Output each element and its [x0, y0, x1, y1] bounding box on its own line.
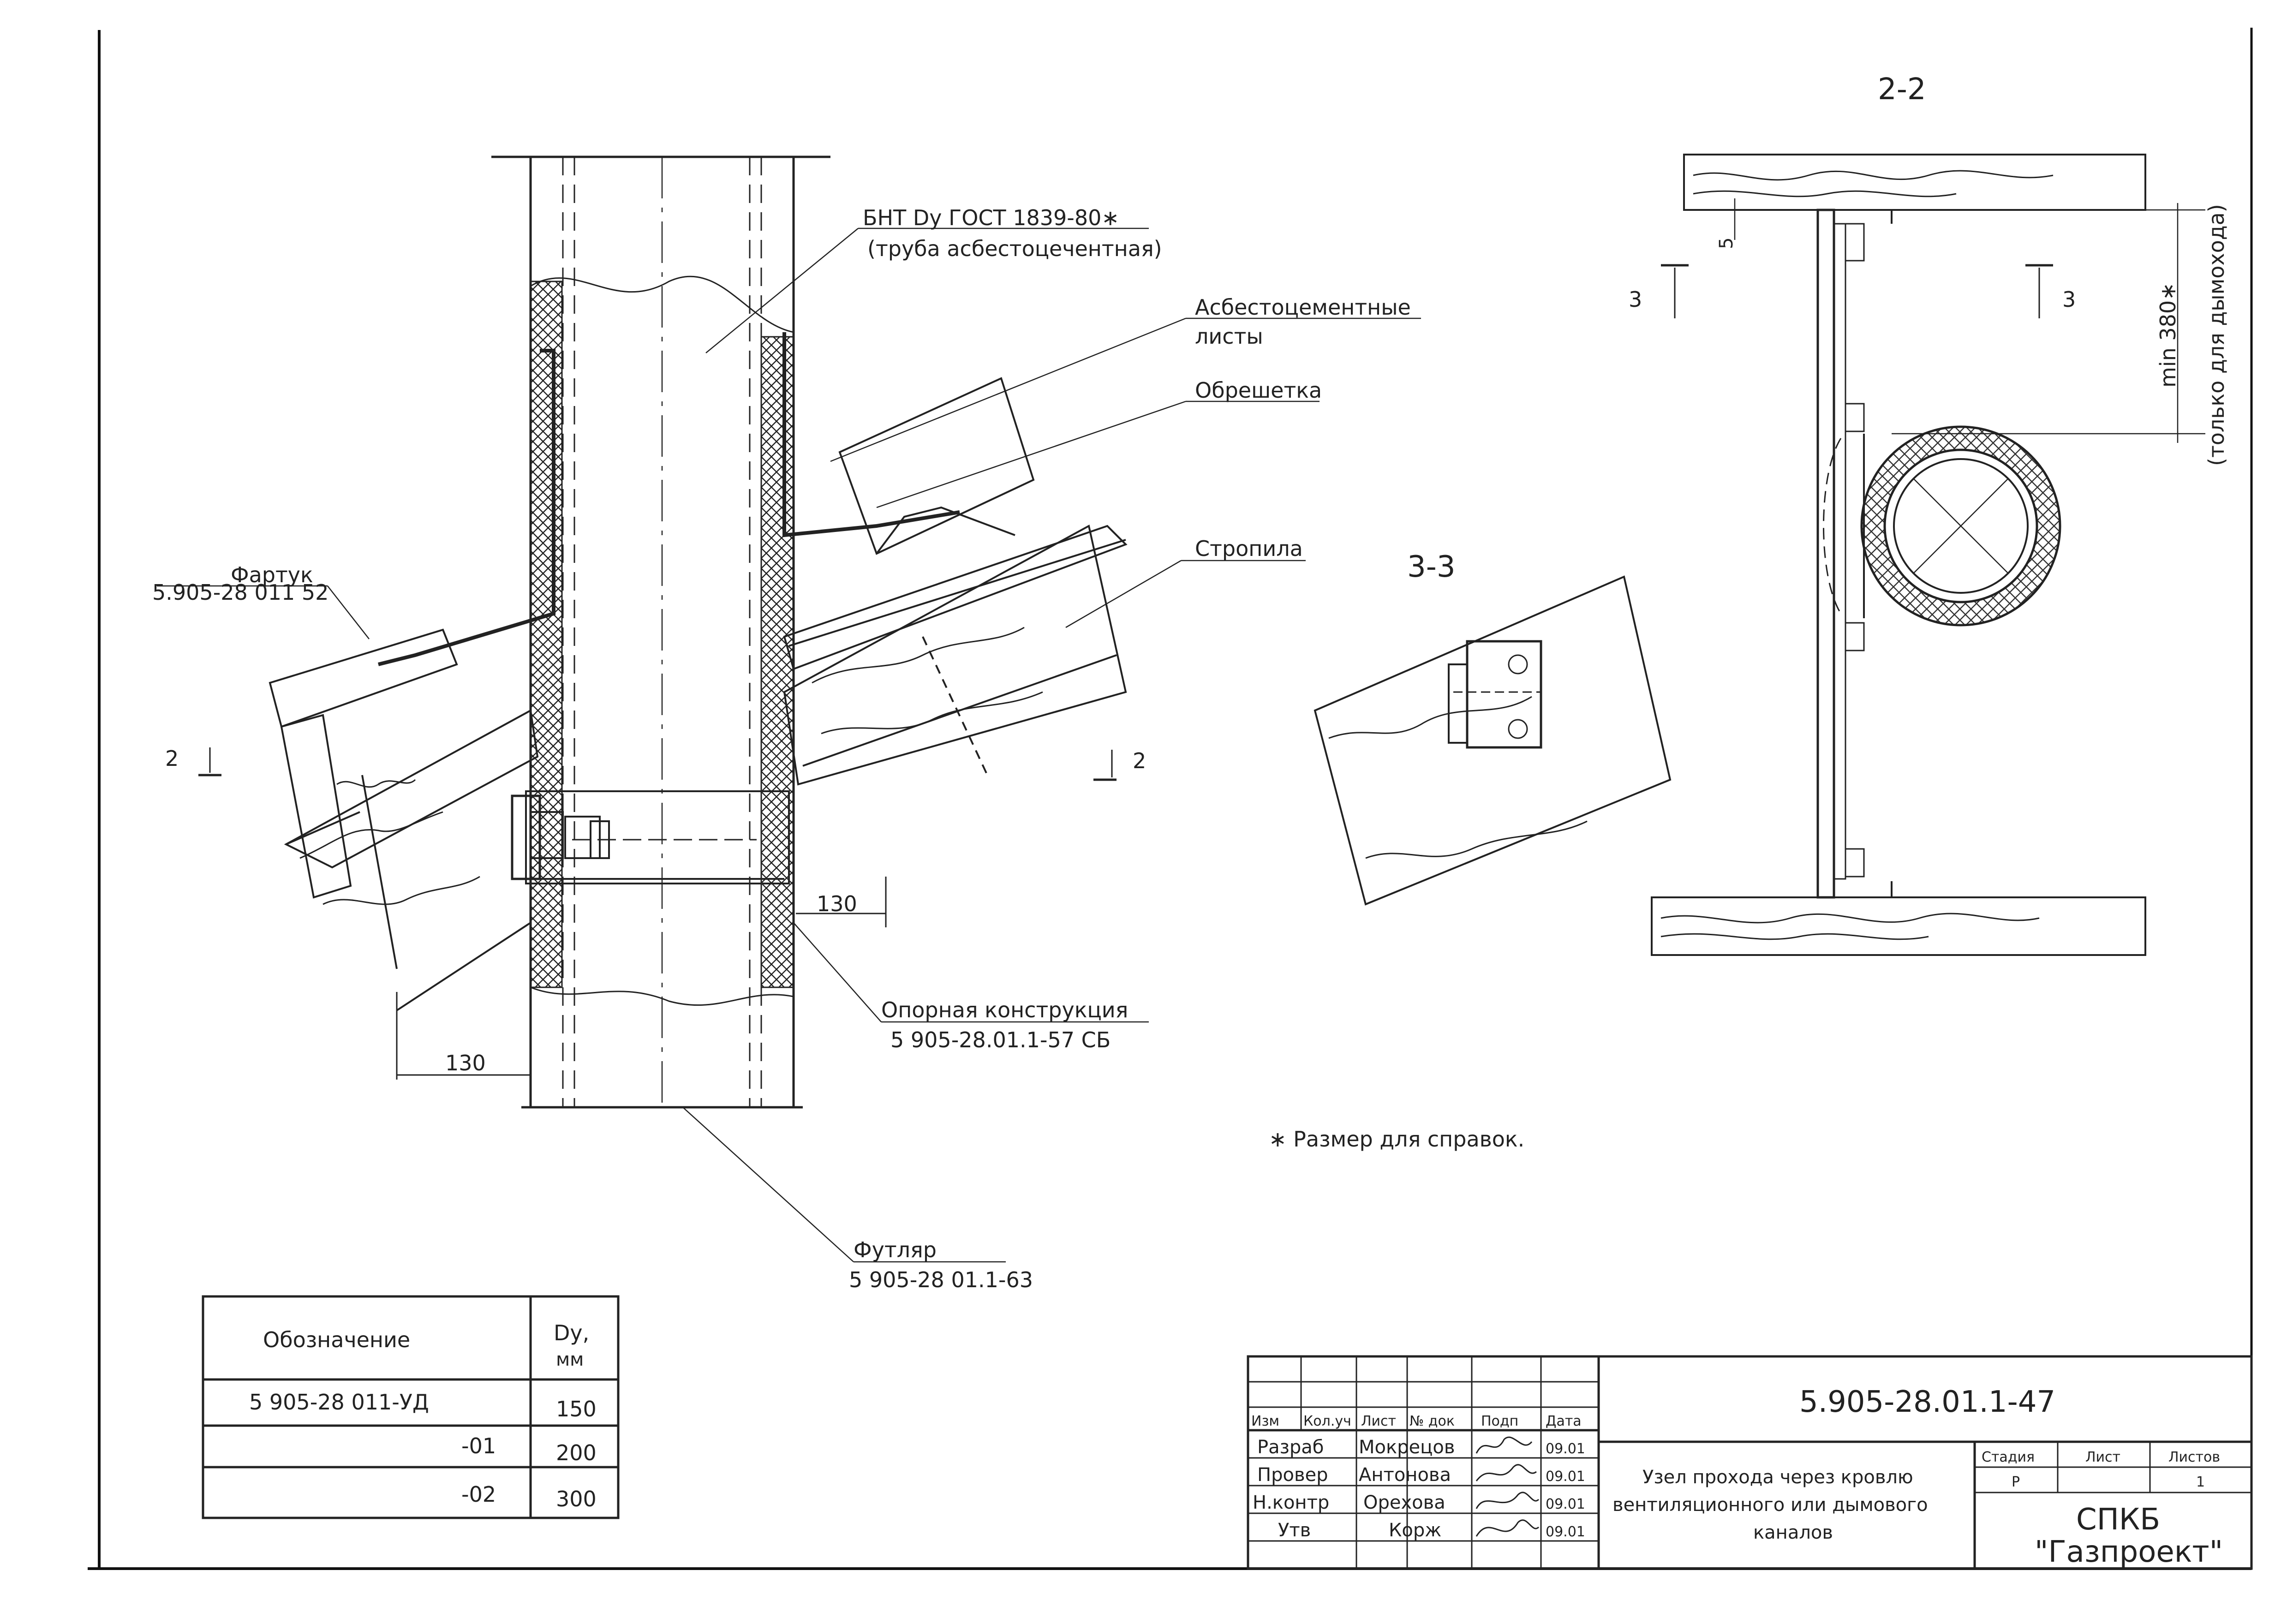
header-designation: Обозначение: [263, 1327, 410, 1352]
organization-name-2: "Газпроект": [2035, 1535, 2223, 1569]
dimension-min-380-note: (только для дымохода): [2204, 204, 2229, 466]
role-name: Корж: [1389, 1520, 1441, 1541]
sheet-frame: [88, 28, 2253, 1570]
dimension-min-380: min 380∗: [2156, 282, 2180, 388]
dimension-5: 5: [1716, 238, 1737, 249]
table-row-dy: 150: [556, 1397, 597, 1421]
table-row-dy: 300: [556, 1487, 597, 1511]
header-dy-unit: мм: [556, 1349, 584, 1370]
drawing-labels: БНТ Dy ГОСТ 1839-80∗ (труба асбестоцечен…: [152, 72, 2229, 1292]
reference-note: ∗ Размер для справок.: [1269, 1127, 1524, 1152]
section-mark-left: 2: [165, 746, 179, 771]
table-row-designation: -01: [461, 1433, 496, 1458]
table-row-dy: 200: [556, 1440, 597, 1465]
col-podp: Подп: [1481, 1413, 1518, 1429]
section-2-2-drawing: [1651, 154, 2205, 956]
section-3-3-drawing: [1314, 575, 1672, 906]
stage-value: Р: [2012, 1474, 2020, 1490]
asbestos-sheets-label-2: листы: [1195, 324, 1263, 349]
section-3-mark-left: 3: [1629, 287, 1642, 312]
main-section-drawing: [198, 155, 1128, 1109]
col-list: Лист: [1361, 1413, 1396, 1429]
roof-right-structure: [783, 377, 1128, 786]
apron-label: Фартук: [231, 562, 313, 587]
rafters-label: Стропила: [1195, 536, 1303, 561]
role-name: Орехова: [1363, 1492, 1445, 1513]
signatures: [1475, 1436, 1540, 1537]
leader-lines: [157, 227, 1421, 1263]
support-label: Опорная конструкция: [881, 997, 1128, 1022]
apron-ref: 5.905-28 011 52: [152, 580, 328, 605]
role-label: Н.контр: [1253, 1492, 1329, 1513]
col-ndok: № док: [1409, 1413, 1455, 1429]
pipe-spec-note: (труба асбестоцечентная): [867, 236, 1162, 261]
support-ref: 5 905-28.01.1-57 СБ: [890, 1027, 1111, 1052]
col-data: Дата: [1546, 1413, 1582, 1429]
sheets-label: Листов: [2168, 1449, 2220, 1465]
role-date: 09.01: [1546, 1469, 1585, 1485]
lathing-label: Обрешетка: [1195, 378, 1322, 403]
role-label: Разраб: [1257, 1437, 1324, 1458]
drawing-title-line-3: каналов: [1753, 1522, 1833, 1543]
section-2-2-title: 2-2: [1878, 72, 1926, 107]
drawing-title-line-2: вентиляционного или дымового: [1612, 1494, 1928, 1516]
dimension-130-bottom: 130: [445, 1051, 486, 1075]
pipe-spec-label: БНТ Dy ГОСТ 1839-80∗: [863, 205, 1119, 230]
col-koluch: Кол.уч: [1303, 1413, 1351, 1429]
role-name: Антонова: [1359, 1464, 1451, 1486]
col-izm: Изм: [1251, 1413, 1279, 1429]
sheet-label: Лист: [2085, 1449, 2120, 1465]
title-block-text: 5.905-28.01.1-47 Изм Кол.уч Лист № док П…: [1251, 1385, 2223, 1569]
sleeve-label: Футляр: [854, 1237, 937, 1262]
asbestos-sheets-label: Асбестоцементные: [1195, 295, 1411, 320]
document-number: 5.905-28.01.1-47: [1799, 1385, 2055, 1419]
drawing-title-line-1: Узел прохода через кровлю: [1642, 1467, 1913, 1488]
section-3-mark-right: 3: [2062, 287, 2076, 312]
role-date: 09.01: [1546, 1441, 1585, 1457]
role-date: 09.01: [1546, 1524, 1585, 1540]
designation-table: [202, 1295, 620, 1519]
sheets-value: 1: [2196, 1474, 2205, 1490]
dimension-130-top: 130: [817, 891, 857, 916]
sleeve-ref: 5 905-28 01.1-63: [849, 1267, 1033, 1292]
table-row-designation: 5 905-28 011-УД: [249, 1390, 429, 1415]
section-mark-right: 2: [1133, 748, 1146, 773]
title-block: [1247, 1355, 2253, 1570]
section-3-3-title: 3-3: [1407, 550, 1456, 584]
table-row-designation: -02: [461, 1482, 496, 1507]
roof-left-structure: [269, 628, 539, 1011]
role-date: 09.01: [1546, 1496, 1585, 1512]
designation-table-text: Обозначение Dy, мм 5 905-28 011-УД 150 -…: [249, 1320, 597, 1511]
header-dy: Dy,: [554, 1320, 589, 1345]
stage-label: Стадия: [1982, 1449, 2035, 1465]
role-name: Мокрецов: [1359, 1437, 1455, 1458]
role-label: Утв: [1278, 1520, 1311, 1541]
organization-name: СПКБ: [2076, 1503, 2160, 1537]
role-label: Провер: [1257, 1464, 1328, 1486]
